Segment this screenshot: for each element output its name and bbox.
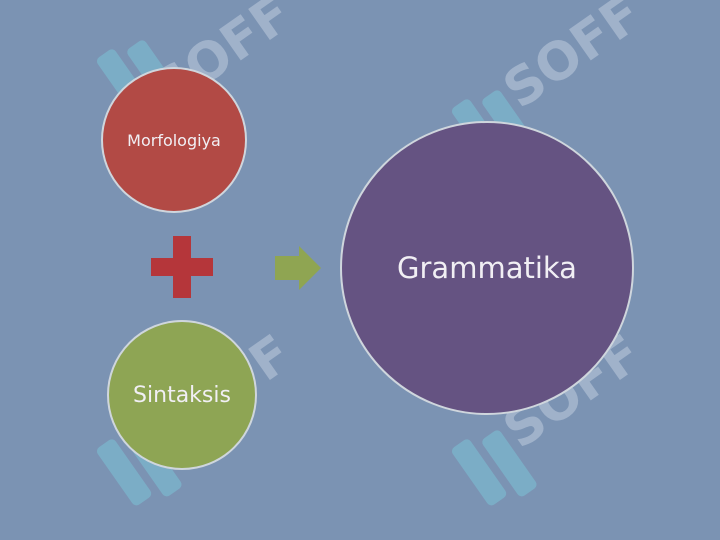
sintaksis-circle: Sintaksis	[107, 320, 257, 470]
sintaksis-label: Sintaksis	[133, 382, 231, 408]
grammatika-label: Grammatika	[397, 251, 577, 285]
arrow-right-icon	[275, 246, 321, 290]
morfologiya-circle: Morfologiya	[101, 67, 247, 213]
morfologiya-label: Morfologiya	[127, 130, 221, 150]
plus-icon	[151, 236, 213, 298]
svg-text:SOFF: SOFF	[493, 0, 653, 121]
grammatika-circle: Grammatika	[340, 121, 634, 415]
